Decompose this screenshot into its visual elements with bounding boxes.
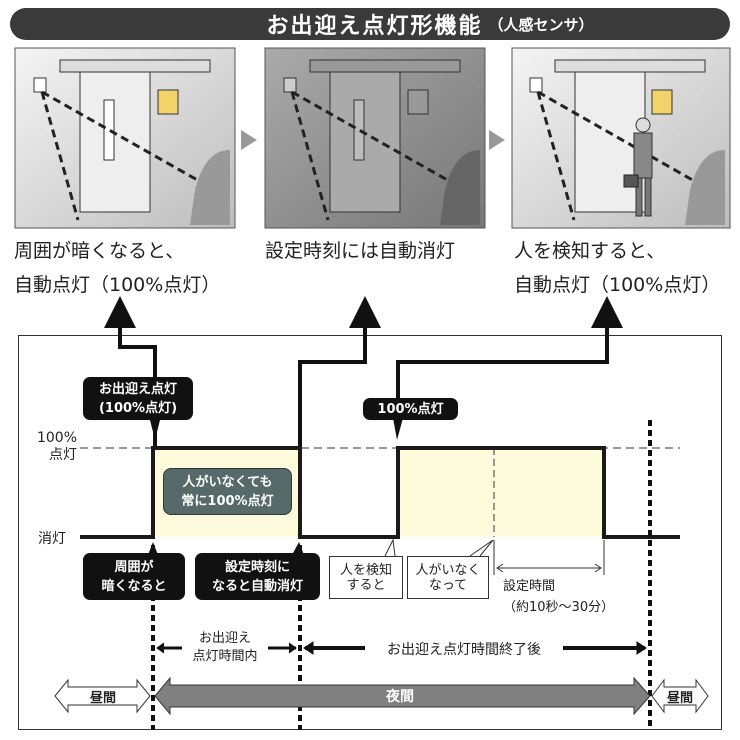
lamp-lit-icon [651, 89, 673, 115]
day-right-label: 昼間 [666, 691, 693, 706]
pulse-sensor [398, 448, 604, 537]
level-label: 点灯 [49, 447, 77, 463]
scene-person-detected [511, 47, 731, 229]
period-within-label: お出迎え点灯時間内 [180, 630, 270, 666]
caption-1: 周囲が暗くなると、 自動点灯（100%点灯） [14, 234, 220, 302]
callout-text: 人を検知 [339, 562, 392, 578]
light-level-trace [80, 446, 680, 539]
title-bar: お出迎え点灯形機能 （人感センサ） [10, 8, 730, 40]
subtitle: （人感センサ） [488, 15, 594, 34]
callout-text: (100%点灯) [98, 400, 178, 416]
sensor-icon [283, 77, 297, 93]
callout-full: 100%点灯 [363, 398, 458, 420]
level-on-label: 100%点灯 [32, 430, 77, 464]
sensor-icon [529, 77, 543, 93]
period-text: お出迎え [198, 631, 251, 646]
set-time-text: （約10秒～30分） [503, 600, 615, 615]
night-arrow [154, 676, 651, 716]
caption-line: 自動点灯（100%点灯） [14, 274, 221, 296]
callout-dark: 周囲が暗くなると [83, 553, 185, 600]
caption-2: 設定時刻には自動消灯 [265, 234, 455, 268]
caption-line: 設定時刻には自動消灯 [265, 240, 456, 262]
connector-3 [396, 296, 623, 420]
callout-text: お出迎え点灯 [98, 381, 177, 397]
connector-2 [298, 296, 381, 448]
period-after-label: お出迎え点灯時間終了後 [387, 642, 541, 658]
callout-text: 設定時刻に [224, 559, 290, 575]
lamp-lit-icon [157, 89, 179, 115]
set-time-text: 設定時間 [503, 579, 556, 594]
level-label: 100% [36, 430, 77, 446]
callout-text: なると自動消灯 [211, 578, 303, 594]
timeline-frame [18, 335, 722, 730]
level-off-label: 消灯 [38, 531, 66, 547]
scene-dusk [14, 47, 236, 229]
caption-3: 人を検知すると、 自動点灯（100%点灯） [514, 234, 720, 302]
callout-text: 人がいなく [415, 562, 481, 578]
title: お出迎え点灯形機能 [266, 14, 483, 39]
period-text: 点灯時間内 [192, 649, 258, 664]
callout-detect: 人を検知すると [329, 556, 403, 599]
caption-line: 人を検知すると、 [514, 240, 666, 262]
callout-welcome: お出迎え点灯 (100%点灯) [83, 377, 193, 420]
callout-gone: 人がいなくなって [407, 556, 489, 599]
day-left-arrow [54, 678, 151, 714]
callout-text: 周囲が [114, 559, 154, 575]
set-time-label: 設定時間 （約10秒～30分） [503, 576, 614, 618]
next-arrow-icon [241, 130, 257, 150]
person-icon [623, 117, 653, 217]
scene-timer-off [264, 47, 486, 229]
night-label: 夜間 [386, 689, 414, 705]
callout-timer-off: 設定時刻になると自動消灯 [195, 553, 320, 600]
caption-line: 周囲が暗くなると、 [14, 240, 185, 262]
callout-text: すると [346, 577, 386, 593]
callout-text: 人がいなくても [182, 474, 273, 490]
day-right-arrow [651, 678, 709, 714]
callout-text: 暗くなると [101, 578, 167, 594]
callout-always-on: 人がいなくても常に100%点灯 [163, 468, 292, 515]
day-left-label: 昼間 [89, 691, 116, 706]
callout-text: 常に100%点灯 [181, 493, 274, 509]
caption-line: 自動点灯（100%点灯） [514, 274, 721, 296]
next-arrow-icon [489, 130, 505, 150]
lamp-off-icon [407, 89, 429, 115]
sensor-icon [33, 77, 47, 93]
callout-text: なって [428, 577, 468, 593]
